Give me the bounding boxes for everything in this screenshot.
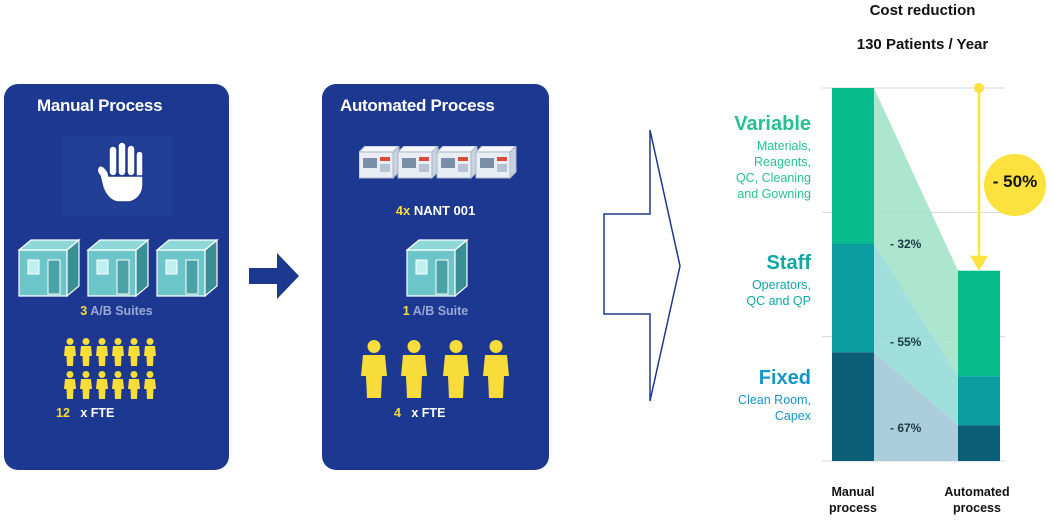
fixed-reduction: - 67%	[890, 421, 922, 435]
automated-fte-text: 4 x FTE	[394, 406, 445, 420]
automated-suites-count: 1	[402, 304, 410, 318]
hand-icon	[62, 136, 172, 216]
total-reduction-callout	[970, 83, 1046, 271]
variable-detail: Materials, Reagents, QC, Cleaning and Go…	[700, 138, 811, 202]
automated-process-title: Automated Process	[340, 96, 495, 115]
variable-detail-line: and Gowning	[737, 187, 811, 201]
variable-detail-line: Reagents,	[754, 155, 811, 169]
reduction-bands	[874, 88, 958, 461]
reduction-band-fixed	[874, 352, 958, 461]
manual-fte-text: 12 x FTE	[56, 406, 114, 420]
fixed-label: Fixed	[758, 367, 811, 389]
fixed-detail-line: Clean Room,	[738, 393, 811, 407]
manual-suites-label: A/B Suites	[90, 304, 153, 318]
reduction-circle	[984, 154, 1046, 216]
manual-process-panel: Manual Process 3 A/B Suites	[4, 84, 229, 470]
total-reduction-label: - 50%	[992, 172, 1038, 191]
bar-segment-fixed	[958, 425, 1000, 461]
staff-reduction: - 55%	[890, 335, 922, 349]
x-label-automated: Automated process	[935, 484, 1019, 516]
suite-rooms-icon	[17, 238, 218, 298]
variable-reduction: - 32%	[890, 237, 922, 251]
manual-fte-count: 12	[56, 406, 70, 420]
manual-process-title: Manual Process	[37, 96, 163, 115]
staff-detail-line: QC and QP	[746, 294, 811, 308]
automated-fte-count: 4	[394, 406, 401, 420]
variable-detail-line: QC, Cleaning	[735, 171, 811, 185]
automated-process-panel: Automated Process 4x NANT 001	[322, 84, 549, 470]
bar-segment-fixed	[832, 352, 874, 461]
machines-label: NANT 001	[413, 203, 476, 218]
bar-segment-staff	[958, 376, 1000, 426]
staff-detail: Operators, QC and QP	[700, 277, 811, 309]
x-label-automated-line2: process	[953, 501, 1001, 515]
variable-label: Variable	[734, 113, 811, 135]
bar-segment-variable	[958, 270, 1000, 377]
automated-fte-label: x FTE	[411, 406, 446, 420]
automated-suites-label: A/B Suite	[412, 304, 469, 318]
reduction-band-staff	[874, 243, 958, 426]
chart-title: Cost reduction	[869, 2, 976, 19]
x-label-automated-line1: Automated	[944, 485, 1010, 499]
manual-fte-label: x FTE	[80, 406, 115, 420]
automated-suites-text: 1 A/B Suite	[322, 304, 549, 318]
reduction-arrowhead	[970, 255, 988, 271]
machines-count: 4x	[395, 203, 411, 218]
manual-suites-text: 3 A/B Suites	[4, 304, 229, 318]
right-arrow-icon	[249, 253, 299, 299]
staff-label: Staff	[766, 252, 811, 274]
bar-segment-staff	[832, 243, 874, 353]
stacked-bars	[832, 88, 1000, 461]
bar-segment-variable	[832, 88, 874, 244]
x-label-manual-line2: process	[829, 501, 877, 515]
manual-suites-count: 3	[80, 304, 88, 318]
reduction-dot	[974, 83, 984, 93]
machines-text: 4x NANT 001	[322, 203, 549, 218]
suite-room-icon	[405, 238, 469, 298]
fixed-detail: Clean Room, Capex	[700, 392, 811, 424]
variable-detail-line: Materials,	[756, 139, 811, 153]
x-label-manual: Manual process	[812, 484, 894, 516]
staff-detail-line: Operators,	[751, 278, 811, 292]
outline-arrow-icon	[603, 129, 681, 402]
x-label-manual-line1: Manual	[831, 485, 875, 499]
fixed-detail-line: Capex	[774, 409, 811, 423]
reduction-band-variable	[874, 88, 958, 377]
chart-subtitle: 130 Patients / Year	[856, 36, 989, 53]
